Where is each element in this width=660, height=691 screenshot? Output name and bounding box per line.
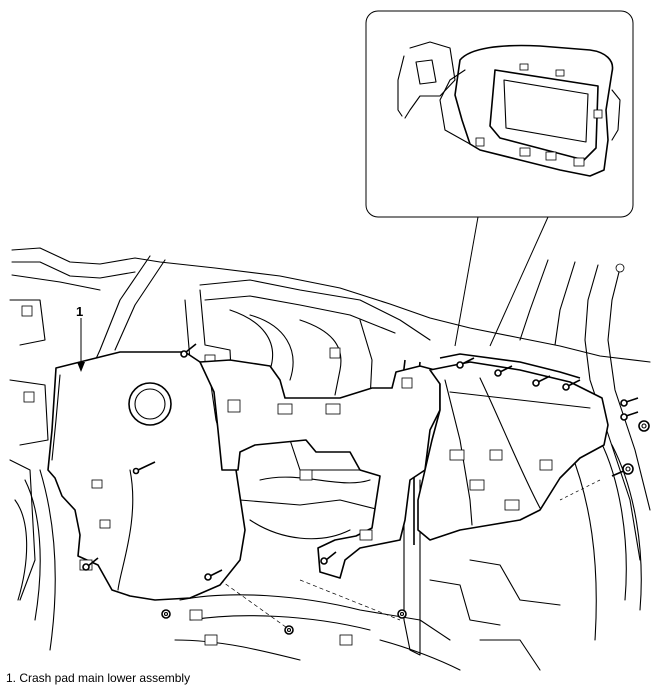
callout-number-1: 1 [76,304,84,319]
crash-pad-lower-assembly [47,351,609,601]
dashboard-frame [9,247,651,651]
callout-1-leader [77,318,85,372]
mounting-screws [82,343,650,635]
detail-inset [365,10,634,347]
legend-item-1: 1. Crash pad main lower assembly [6,671,191,685]
